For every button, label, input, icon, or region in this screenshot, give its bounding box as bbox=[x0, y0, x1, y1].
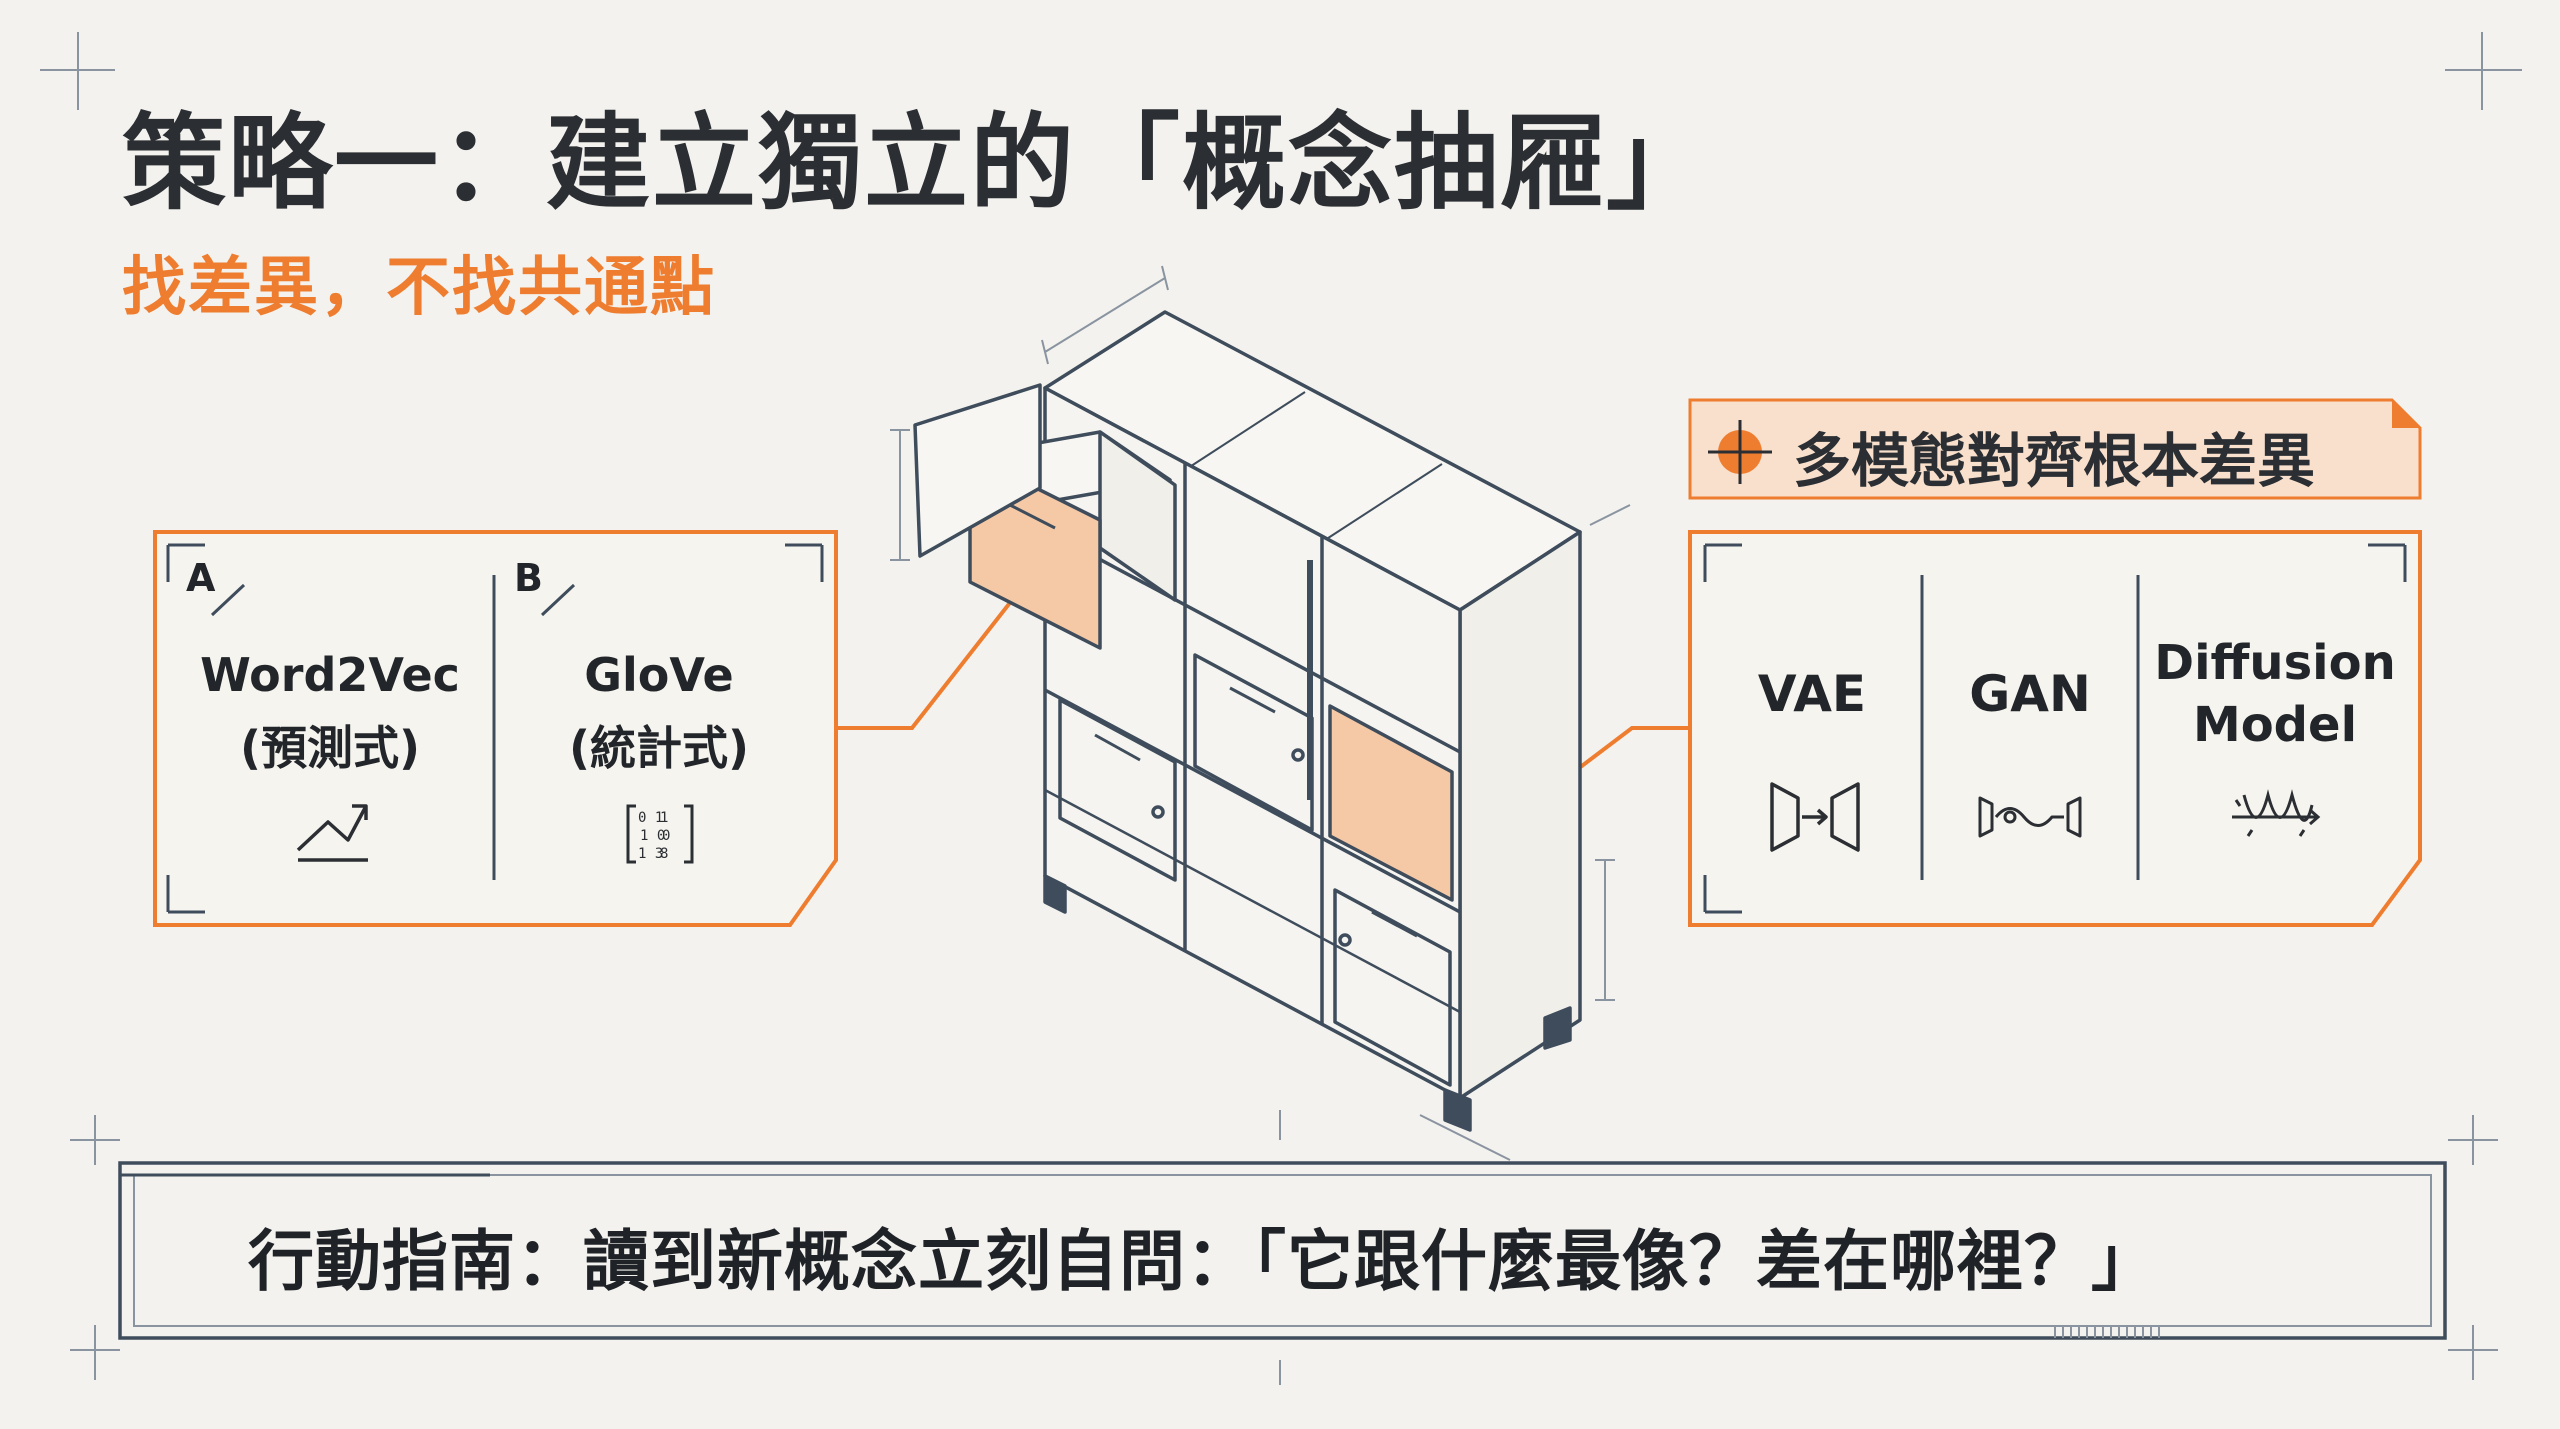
svg-text:1: 1 bbox=[660, 810, 668, 826]
right-tag-box bbox=[1688, 398, 2422, 500]
crosshair-icon bbox=[1708, 420, 1772, 484]
glove-method: (統計式) bbox=[568, 721, 750, 775]
option-b-letter: B bbox=[514, 556, 543, 600]
drawer-cabinet-illustration bbox=[890, 265, 1631, 1161]
glove-name: GloVe bbox=[584, 648, 734, 702]
svg-text:1 0: 1 0 bbox=[640, 828, 665, 844]
guide-frame bbox=[118, 1161, 2447, 1340]
slide-subtitle: 找差異，不找共通點 bbox=[122, 251, 716, 325]
corner-marks bbox=[40, 32, 2522, 1385]
encoder-decoder-icon bbox=[1770, 782, 1860, 852]
count-matrix-icon: 0 11 1 00 1 38 bbox=[626, 804, 694, 864]
svg-text:8: 8 bbox=[660, 846, 668, 862]
vae-label: VAE bbox=[1757, 665, 1867, 723]
slide-title: 策略一：建立獨立的「概念抽屜」 bbox=[122, 102, 1713, 224]
svg-text:1 3: 1 3 bbox=[638, 846, 663, 862]
generator-discriminator-icon bbox=[1978, 796, 2082, 838]
diffusion-label-line2: Model bbox=[2192, 697, 2358, 753]
trend-arrow-icon bbox=[296, 804, 368, 862]
diffusion-label: Diffusion Model bbox=[2145, 632, 2405, 756]
diffusion-label-line1: Diffusion bbox=[2154, 635, 2396, 691]
svg-text:0 1: 0 1 bbox=[638, 810, 663, 826]
gan-label: GAN bbox=[1969, 665, 2091, 723]
multimodal-tag-label: 多模態對齊根本差異 bbox=[1793, 427, 2316, 495]
svg-text:0: 0 bbox=[662, 828, 670, 844]
option-a-letter: A bbox=[186, 556, 216, 600]
word2vec-method: (預測式) bbox=[239, 721, 421, 775]
word2vec-name: Word2Vec bbox=[200, 648, 460, 702]
action-guide-text: 行動指南：讀到新概念立刻自問：「它跟什麼最像？差在哪裡？」 bbox=[248, 1223, 2158, 1300]
right-panel-frame bbox=[1688, 530, 2422, 927]
noise-wave-icon bbox=[2232, 789, 2321, 837]
